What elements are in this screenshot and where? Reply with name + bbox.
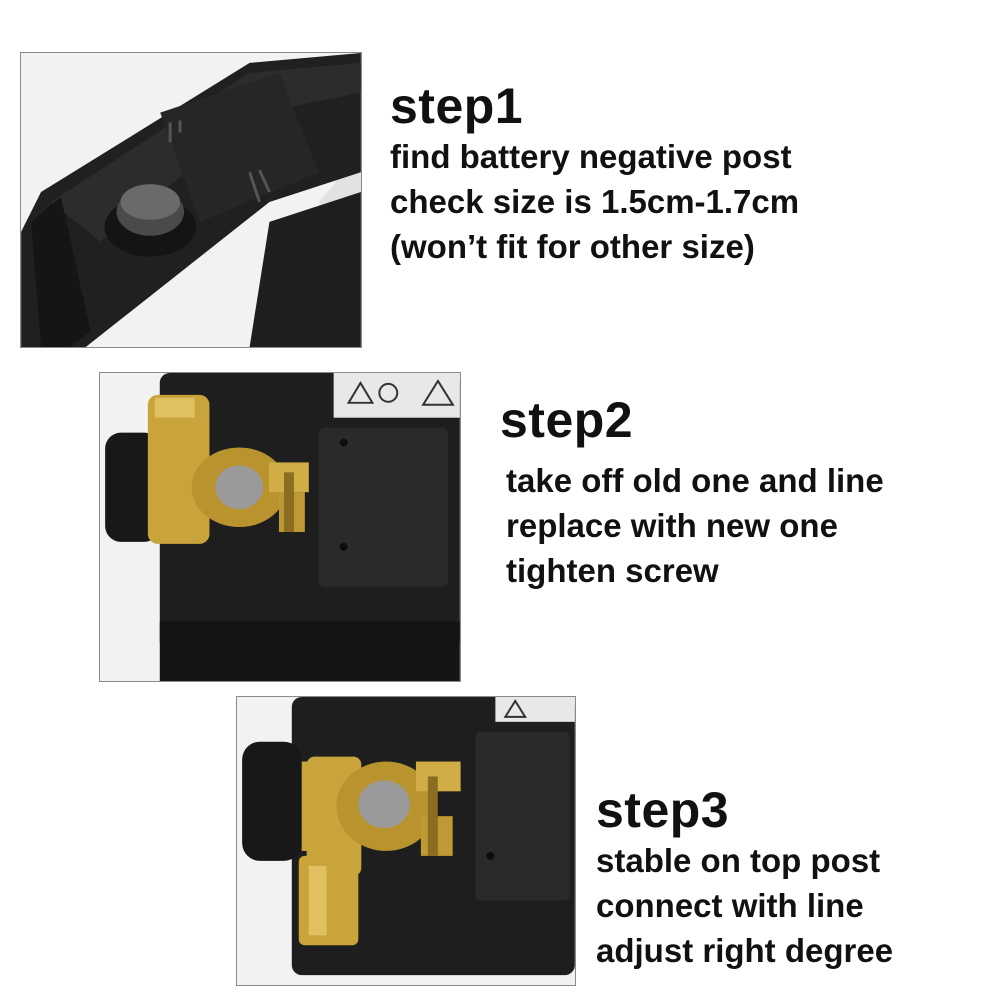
step-3-line-3: adjust right degree: [596, 932, 894, 969]
step-2-line-3: tighten screw: [506, 552, 719, 589]
photo-installed-terminal: [236, 696, 576, 986]
photo-battery-post: [20, 52, 362, 348]
photo-install-terminal: [99, 372, 461, 682]
step-3-line-2: connect with line: [596, 887, 864, 924]
step-1-title: step1: [390, 78, 524, 134]
step-2-block: step2 take off old one and line replace …: [500, 392, 884, 593]
step-2-line-1: take off old one and line: [506, 462, 884, 499]
installed-terminal-illustration: [237, 697, 575, 985]
step-1-line-1: find battery negative post: [390, 138, 792, 175]
step-3-block: step3 stable on top post connect with li…: [596, 782, 893, 973]
step-3-title: step3: [596, 782, 730, 838]
step-1-line-2: check size is 1.5cm-1.7cm: [390, 183, 800, 220]
step-1-block: step1 find battery negative post check s…: [390, 78, 799, 269]
install-terminal-illustration: [100, 373, 460, 681]
step-2-line-2: replace with new one: [506, 507, 838, 544]
battery-post-illustration: [21, 53, 361, 347]
step-1-line-3: (won’t fit for other size): [390, 228, 755, 265]
step-3-line-1: stable on top post: [596, 842, 881, 879]
step-2-title: step2: [500, 392, 634, 448]
